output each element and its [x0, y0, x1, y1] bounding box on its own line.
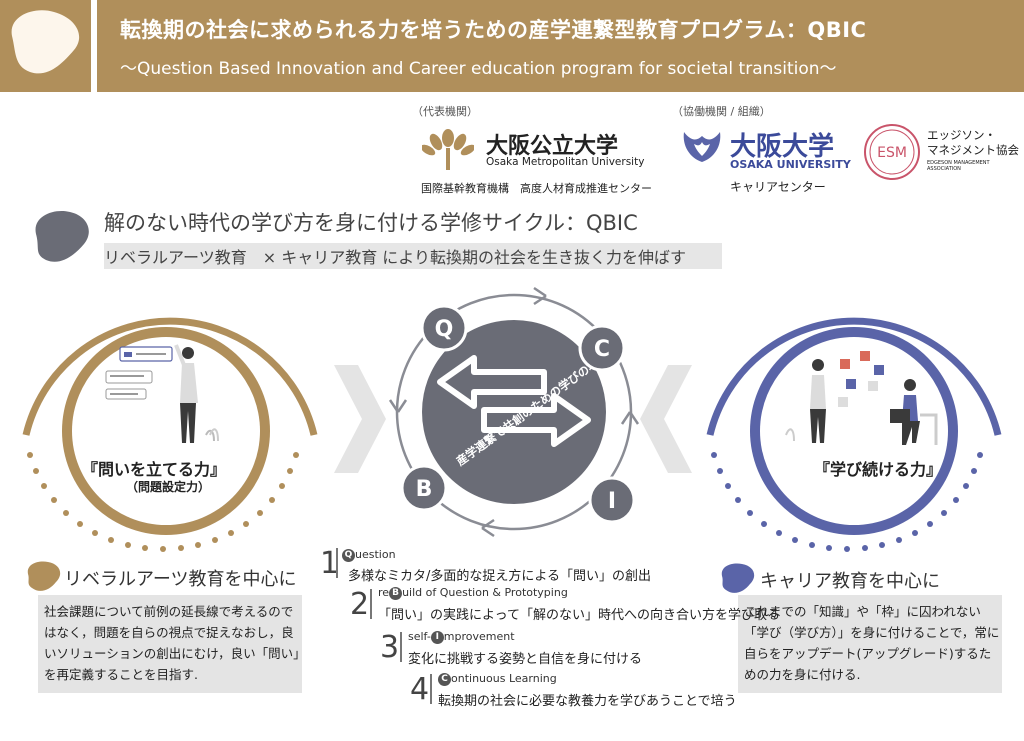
- section-subtitle: リベラルアーツ教育 × キャリア教育 により転換期の社会を生き抜く力を伸ばす: [104, 248, 686, 267]
- step-3-divider: [400, 632, 402, 662]
- header-divider: [91, 0, 97, 92]
- step-2-divider: [370, 589, 372, 619]
- cycle-b-label: B: [416, 477, 433, 502]
- omu-logo-icon: [422, 129, 474, 170]
- right-panel-blob-icon: [721, 563, 755, 593]
- step-2-bubble-icon: B: [389, 586, 403, 600]
- left-circle-caption: 『問いを立てる力』: [82, 460, 227, 479]
- esm-logo-text: ESM: [877, 145, 907, 161]
- chevron-right-icon: [334, 365, 386, 473]
- cycle-i-label: I: [608, 489, 616, 514]
- omu-name-en: Osaka Metropolitan University: [486, 156, 645, 168]
- esm-name-en: EDGESON MANAGEMENT ASSOCIATION: [927, 160, 990, 172]
- osaka-university-name: 大阪大学: [730, 132, 835, 162]
- section-title: 解のない時代の学び方を身に付ける学修サイクル：QBIC: [104, 211, 638, 235]
- header-banner: [0, 0, 1024, 92]
- step-1-number: 1: [320, 546, 340, 581]
- esm-logo-icon: ESM: [864, 124, 920, 180]
- right-circle-graphic: [706, 317, 1002, 552]
- omu-name: 大阪公立大学: [486, 134, 619, 159]
- step-1-bubble-icon: Q: [342, 548, 355, 562]
- step-4-bubble-icon: C: [438, 672, 451, 686]
- right-panel-title: キャリア教育を中心に: [760, 571, 940, 592]
- omu-department: 国際基幹教育機構 高度人材育成推進センター: [421, 182, 652, 195]
- left-circle-graphic: [22, 317, 318, 552]
- cycle-b-badge: B: [400, 464, 448, 512]
- section-blob-icon: [35, 210, 89, 262]
- right-panel: [738, 595, 1002, 693]
- step-2-number: 2: [350, 587, 370, 622]
- cycle-c-label: C: [594, 337, 610, 362]
- step-4-divider: [430, 674, 432, 704]
- partner-org-label: （協働機関 / 組織）: [672, 105, 771, 118]
- chevron-left-icon: [640, 365, 692, 473]
- esm-name-line-2: マネジメント協会: [927, 143, 1019, 157]
- right-panel-text: これまでの「知識」や「枠」に囚われない「学び（学び方）」を身に付けることで，常に…: [744, 604, 1000, 682]
- step-1-divider: [336, 548, 338, 578]
- osaka-university-name-en: OSAKA UNIVERSITY: [730, 158, 851, 171]
- step-3-text: 変化に挑戦する姿勢と自信を身に付ける: [408, 652, 643, 667]
- page-title: 転換期の社会に求められる力を培うための産学連繋型教育プログラム：QBIC: [120, 18, 867, 42]
- lead-org-label: （代表機関）: [412, 105, 478, 118]
- cycle-c-badge: C: [578, 324, 626, 372]
- esm-name-line-1: エッジソン・: [927, 128, 996, 142]
- page-subtitle: 〜Question Based Innovation and Career ed…: [120, 59, 837, 79]
- left-panel-title: リベラルアーツ教育を中心に: [64, 569, 297, 590]
- left-circle-subcaption: （問題設定力）: [126, 480, 211, 494]
- step-4-number: 4: [410, 672, 430, 707]
- step-2-text: 「問い」の実践によって「解のない」時代への向き合い方を学び取る: [378, 608, 780, 623]
- left-panel-blob-icon: [27, 561, 61, 591]
- cycle-q-label: Q: [435, 317, 454, 342]
- left-panel: [38, 595, 302, 693]
- step-3-number: 3: [380, 630, 400, 665]
- section-subtitle-band: [104, 243, 722, 269]
- step-3-bubble-icon: I: [430, 630, 444, 644]
- cycle-i-badge: I: [588, 476, 636, 524]
- esm-name: エッジソン・ マネジメント協会: [927, 128, 1019, 158]
- left-panel-text: 社会課題について前例の延長線で考えるのではなく，問題を自らの視点で捉えなおし，良…: [44, 604, 300, 682]
- cycle-q-badge: Q: [420, 304, 468, 352]
- step-4-text: 転換期の社会に必要な教養力を学びあうことで培う: [438, 694, 737, 709]
- osaka-university-department: キャリアセンター: [730, 180, 826, 194]
- header-blob-icon: [11, 10, 80, 74]
- step-1-text: 多様なミカタ/多面的な捉え方による「問い」の創出: [348, 569, 651, 584]
- qbic-cycle-diagram: 産学連繋で共創のための学びの場を形成 Q C B I: [388, 286, 640, 538]
- osaka-university-logo-icon: [683, 132, 721, 162]
- right-circle-caption: 『学び続ける力』: [814, 460, 943, 479]
